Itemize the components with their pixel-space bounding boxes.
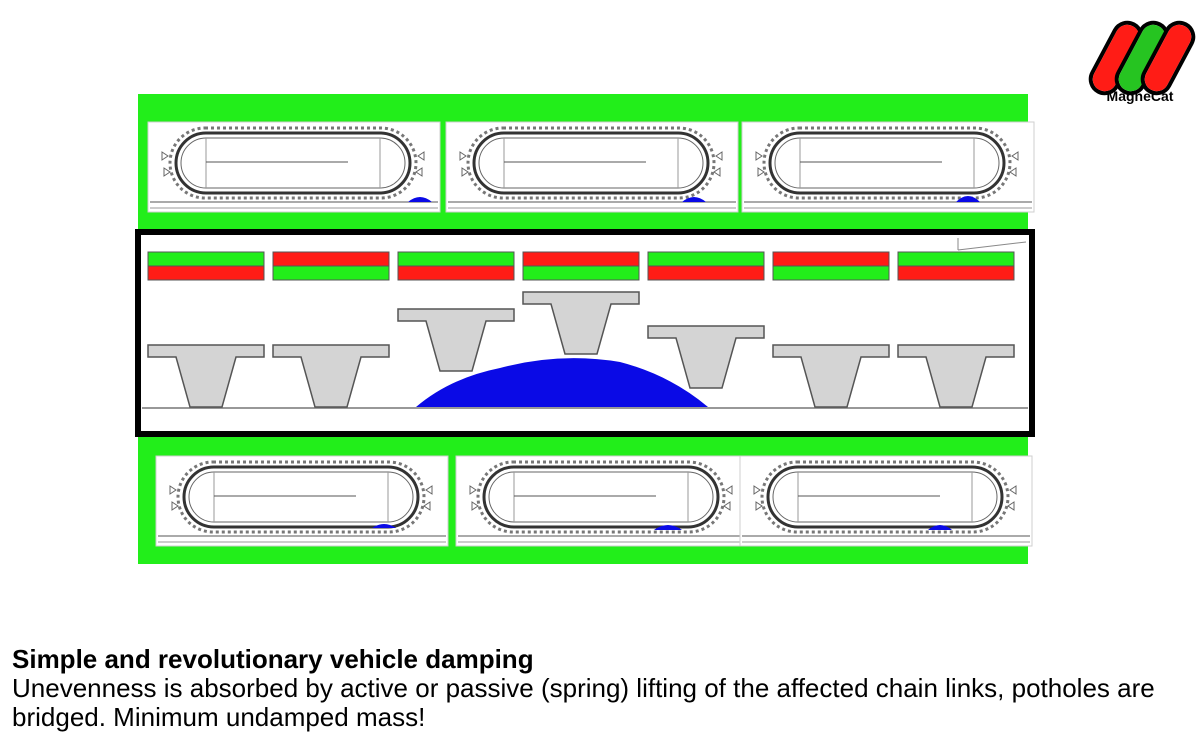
magnet-3	[397, 251, 515, 281]
track-unit-bottom-2	[454, 454, 750, 548]
chain-link-5	[647, 325, 765, 389]
track-unit-top-3	[740, 120, 1036, 214]
chain-link-1	[147, 344, 265, 408]
chain-link-7	[897, 344, 1015, 408]
magnet-4	[522, 251, 640, 281]
chain-link-6	[772, 344, 890, 408]
chain-link-3	[397, 308, 515, 372]
chain-links	[147, 291, 1015, 408]
track-unit-bottom-3	[738, 454, 1034, 548]
chain-link-2	[272, 344, 390, 408]
magnecat-logo	[1088, 20, 1196, 96]
magnet-2	[272, 251, 390, 281]
track-unit-bottom-1	[154, 454, 450, 548]
magnet-row	[147, 251, 1015, 281]
caption-title: Simple and revolutionary vehicle damping	[12, 644, 534, 674]
road-bump	[416, 358, 708, 407]
caption: Simple and revolutionary vehicle damping…	[12, 644, 1192, 732]
damping-diagram	[135, 94, 1036, 564]
logo-text: MagneCat	[1106, 88, 1174, 104]
chain-link-4	[522, 291, 640, 355]
magnet-6	[772, 251, 890, 281]
track-unit-top-2	[444, 120, 740, 214]
track-unit-top-1	[146, 120, 442, 214]
caption-body: Unevenness is absorbed by active or pass…	[12, 673, 1155, 732]
magnet-5	[647, 251, 765, 281]
magnet-1	[147, 251, 265, 281]
logo-stripes-icon	[1088, 20, 1196, 96]
magnet-7	[897, 251, 1015, 281]
